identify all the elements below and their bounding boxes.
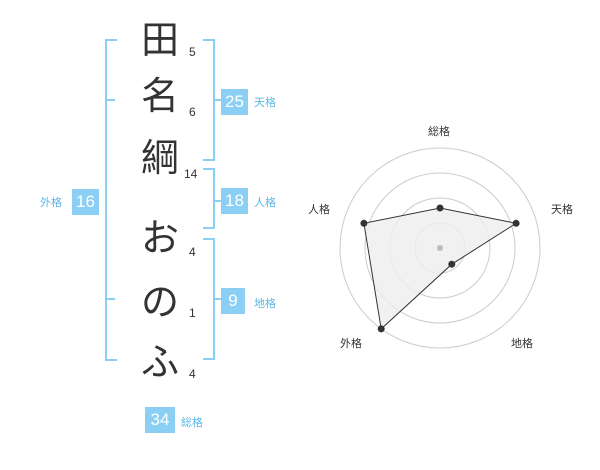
jinkaku-label: 人格 <box>254 197 276 209</box>
jinkaku-bracket-tick <box>213 200 221 202</box>
chikaku-value: 9 <box>221 288 245 314</box>
radar-series-polygon <box>363 207 518 330</box>
radar-grid-ring <box>339 147 541 349</box>
radar-axis-label-3: 地格 <box>511 338 533 350</box>
radar-center-dot <box>437 245 443 251</box>
radar-point-1 <box>436 204 444 212</box>
tenkaku-value: 25 <box>221 89 248 115</box>
stroke-count-5: 1 <box>189 306 196 320</box>
soukaku-label: 総格 <box>181 417 203 429</box>
name-char-5: の <box>140 280 179 324</box>
radar-axis-label-4: 外格 <box>340 338 362 350</box>
radar-point-5 <box>360 219 368 227</box>
radar-point-3 <box>448 260 456 268</box>
name-char-6: ふ <box>140 340 179 384</box>
stroke-count-3: 14 <box>184 167 198 181</box>
jinkaku-value: 18 <box>221 188 248 214</box>
name-char-2: 名 <box>140 74 179 118</box>
chikaku-bracket-tick <box>213 298 221 300</box>
gaikaku-bracket-tick <box>105 298 115 300</box>
jinkaku-bracket <box>203 168 215 229</box>
radar-grid-ring <box>364 172 516 324</box>
radar-axis-label-5: 人格 <box>308 204 330 216</box>
chikaku-label: 地格 <box>254 298 276 310</box>
name-char-1: 田 <box>140 18 179 62</box>
gaikaku-label: 外格 <box>40 197 62 209</box>
radar-point-2 <box>512 219 520 227</box>
stroke-count-2: 6 <box>189 105 196 119</box>
radar-axis-label-1: 総格 <box>428 126 450 138</box>
name-char-3: 綱 <box>140 136 179 180</box>
gaikaku-bracket-tick <box>105 99 115 101</box>
stroke-count-1: 5 <box>189 45 196 59</box>
gaikaku-bracket <box>105 39 117 361</box>
stroke-count-4: 4 <box>189 245 196 259</box>
radar-point-4 <box>377 325 385 333</box>
soukaku-value: 34 <box>145 407 175 433</box>
name-char-4: お <box>140 216 179 260</box>
tenkaku-bracket-tick <box>213 99 221 101</box>
stroke-count-6: 4 <box>189 367 196 381</box>
tenkaku-label: 天格 <box>254 97 276 109</box>
gaikaku-value: 16 <box>72 189 99 215</box>
radar-axis-label-2: 天格 <box>551 204 573 216</box>
